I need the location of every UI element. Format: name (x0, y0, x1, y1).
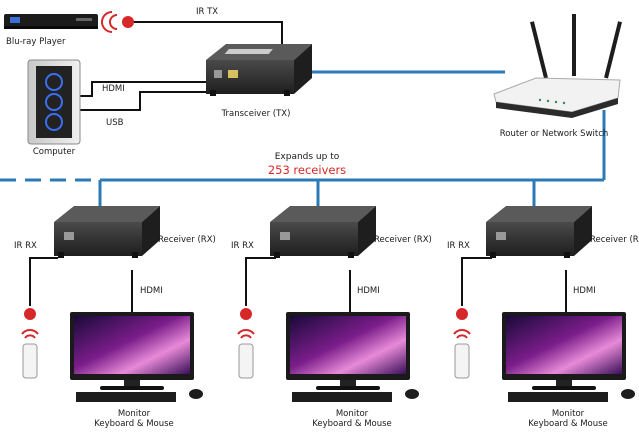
monitor-3-icon (502, 312, 635, 402)
cables (29, 21, 567, 316)
receiver-rx-3-icon (486, 206, 592, 258)
monitor-1-icon (70, 312, 203, 402)
transceiver-label: Transceiver (TX) (221, 109, 291, 119)
hdmi-cable (78, 81, 214, 97)
router-label: Router or Network Switch (499, 129, 609, 139)
rx1-receiver-label: Receiver (RX) (158, 235, 216, 245)
ir-tx-label: IR TX (196, 7, 219, 17)
keyboard-1-icon (76, 392, 176, 402)
rx1-ir-cable (29, 257, 58, 306)
mouse-3-icon (621, 389, 635, 399)
ir-tx-cable (134, 21, 283, 48)
ir-rx-1-icon (21, 308, 39, 379)
receiver-rx-1-icon (54, 206, 160, 258)
bluray-label: Blu-ray Player (6, 37, 66, 47)
rx2-ir-label: IR RX (231, 241, 254, 251)
rx2-monitor-label: Monitor (335, 409, 369, 419)
rx3-receiver-label: Receiver (RX) (590, 235, 639, 245)
expand-line-1: Expands up to (274, 152, 340, 162)
usb-label: USB (106, 118, 124, 128)
monitor-2-icon (286, 312, 419, 402)
receiver-rx-2-icon (270, 206, 376, 258)
mouse-2-icon (405, 389, 419, 399)
usb-cable (78, 91, 214, 111)
keyboard-3-icon (508, 392, 608, 402)
ir-tx-emitter-icon (101, 11, 134, 33)
hdmi-label: HDMI (102, 84, 125, 94)
transceiver-tx-icon (206, 44, 312, 96)
rx2-ir-cable (245, 257, 276, 306)
rx3-keyboard-mouse-label: Keyboard & Mouse (528, 419, 608, 429)
computer-tower-icon (27, 59, 81, 145)
rx1-hdmi-label: HDMI (140, 286, 163, 296)
rx2-keyboard-mouse-label: Keyboard & Mouse (312, 419, 392, 429)
expand-line-2: 253 receivers (267, 163, 347, 178)
rx3-monitor-label: Monitor (551, 409, 585, 419)
computer-label: Computer (32, 147, 76, 157)
keyboard-2-icon (292, 392, 392, 402)
ir-rx-3-icon (453, 308, 471, 379)
rx3-ir-cable (461, 257, 492, 306)
rx2-receiver-label: Receiver (RX) (374, 235, 432, 245)
ir-rx-2-icon (237, 308, 255, 379)
bluray-player-icon (4, 14, 98, 29)
router-icon (493, 14, 622, 118)
rx1-keyboard-mouse-label: Keyboard & Mouse (94, 419, 174, 429)
rx3-ir-label: IR RX (447, 241, 470, 251)
mouse-1-icon (189, 389, 203, 399)
rx1-ir-label: IR RX (14, 241, 37, 251)
expand-note: Expands up to 253 receivers (268, 152, 346, 178)
rx2-hdmi-label: HDMI (357, 286, 380, 296)
rx1-monitor-label: Monitor (117, 409, 151, 419)
rx3-hdmi-label: HDMI (573, 286, 596, 296)
